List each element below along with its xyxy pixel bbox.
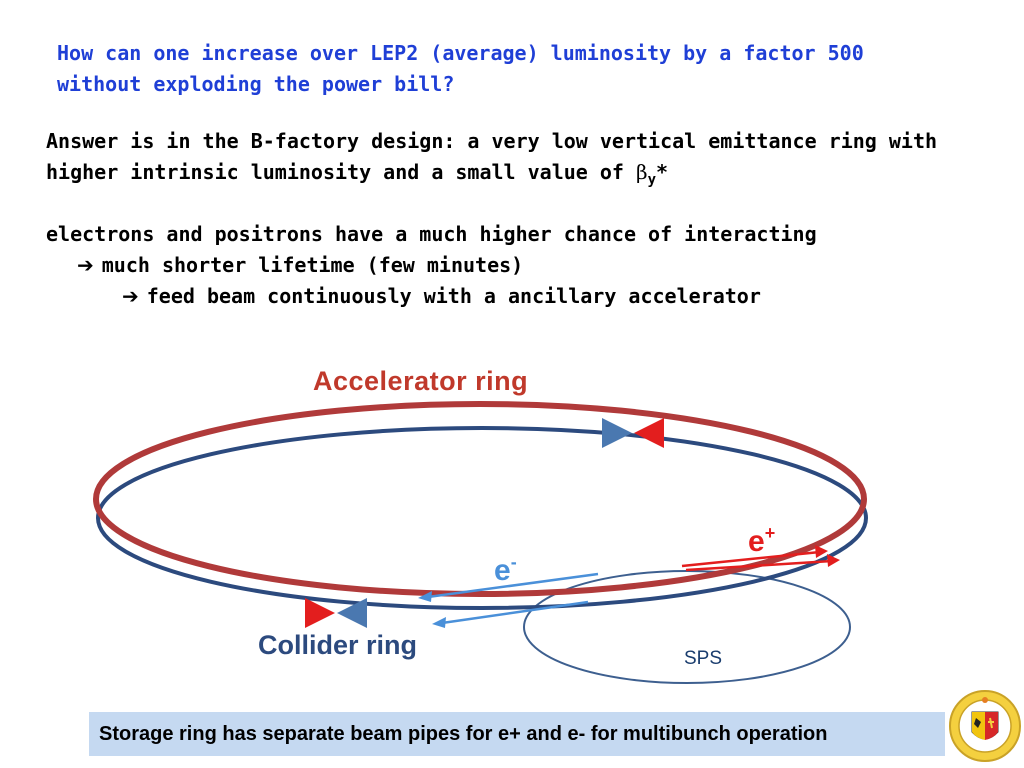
accelerator-ring-label: Accelerator ring	[313, 366, 529, 396]
positron-injection-line-lower	[685, 559, 833, 572]
beta-subscript: y	[647, 172, 657, 188]
positron-label: e+	[748, 523, 775, 559]
university-seal-icon	[949, 690, 1021, 762]
electron-symbol: e	[494, 554, 511, 587]
electron-charge: -	[510, 552, 517, 572]
point-feed-beam-text: feed beam continuously with a ancillary …	[146, 284, 761, 308]
collider-ring-label: Collider ring	[258, 630, 418, 660]
positron-injection-line-upper	[681, 550, 821, 568]
electron-injection-line-lower	[441, 600, 589, 625]
collider-ring	[96, 426, 868, 610]
question-text: How can one increase over LEP2 (average)…	[57, 38, 957, 100]
point-feed-beam: ➔ feed beam continuously with a ancillary…	[122, 281, 761, 312]
positron-symbol: e	[748, 525, 765, 558]
question-line-1: How can one increase over LEP2 (average)…	[57, 41, 864, 65]
answer-line-1: Answer is in the B-factory design: a ver…	[46, 129, 938, 153]
footer-note: Storage ring has separate beam pipes for…	[89, 712, 945, 756]
interaction-point-upper	[602, 418, 664, 448]
point-interaction: electrons and positrons have a much high…	[46, 222, 817, 246]
right-arrow-icon: ➔	[122, 284, 139, 308]
interaction-point-lower	[305, 598, 367, 628]
electron-arrowhead-lower	[432, 617, 446, 628]
answer-line-2: higher intrinsic luminosity and a small …	[46, 157, 668, 196]
question-line-2: without exploding the power bill?	[57, 72, 455, 96]
electron-label: e-	[494, 552, 517, 588]
accelerator-ring	[93, 401, 867, 597]
beta-symbol: β	[636, 160, 648, 184]
point-lifetime: ➔ much shorter lifetime (few minutes)	[77, 250, 523, 281]
positron-charge: +	[764, 523, 776, 543]
right-arrow-icon: ➔	[77, 253, 94, 277]
positron-arrowhead-lower	[827, 554, 840, 567]
answer-line-2-text: higher intrinsic luminosity and a small …	[46, 160, 637, 184]
beta-star: *	[656, 160, 669, 184]
sps-label: SPS	[684, 648, 723, 669]
electron-arrowhead-upper	[418, 591, 432, 602]
electron-injection-line-upper	[427, 572, 599, 599]
point-lifetime-text: much shorter lifetime (few minutes)	[101, 253, 524, 277]
positron-arrowhead-upper	[815, 545, 828, 558]
